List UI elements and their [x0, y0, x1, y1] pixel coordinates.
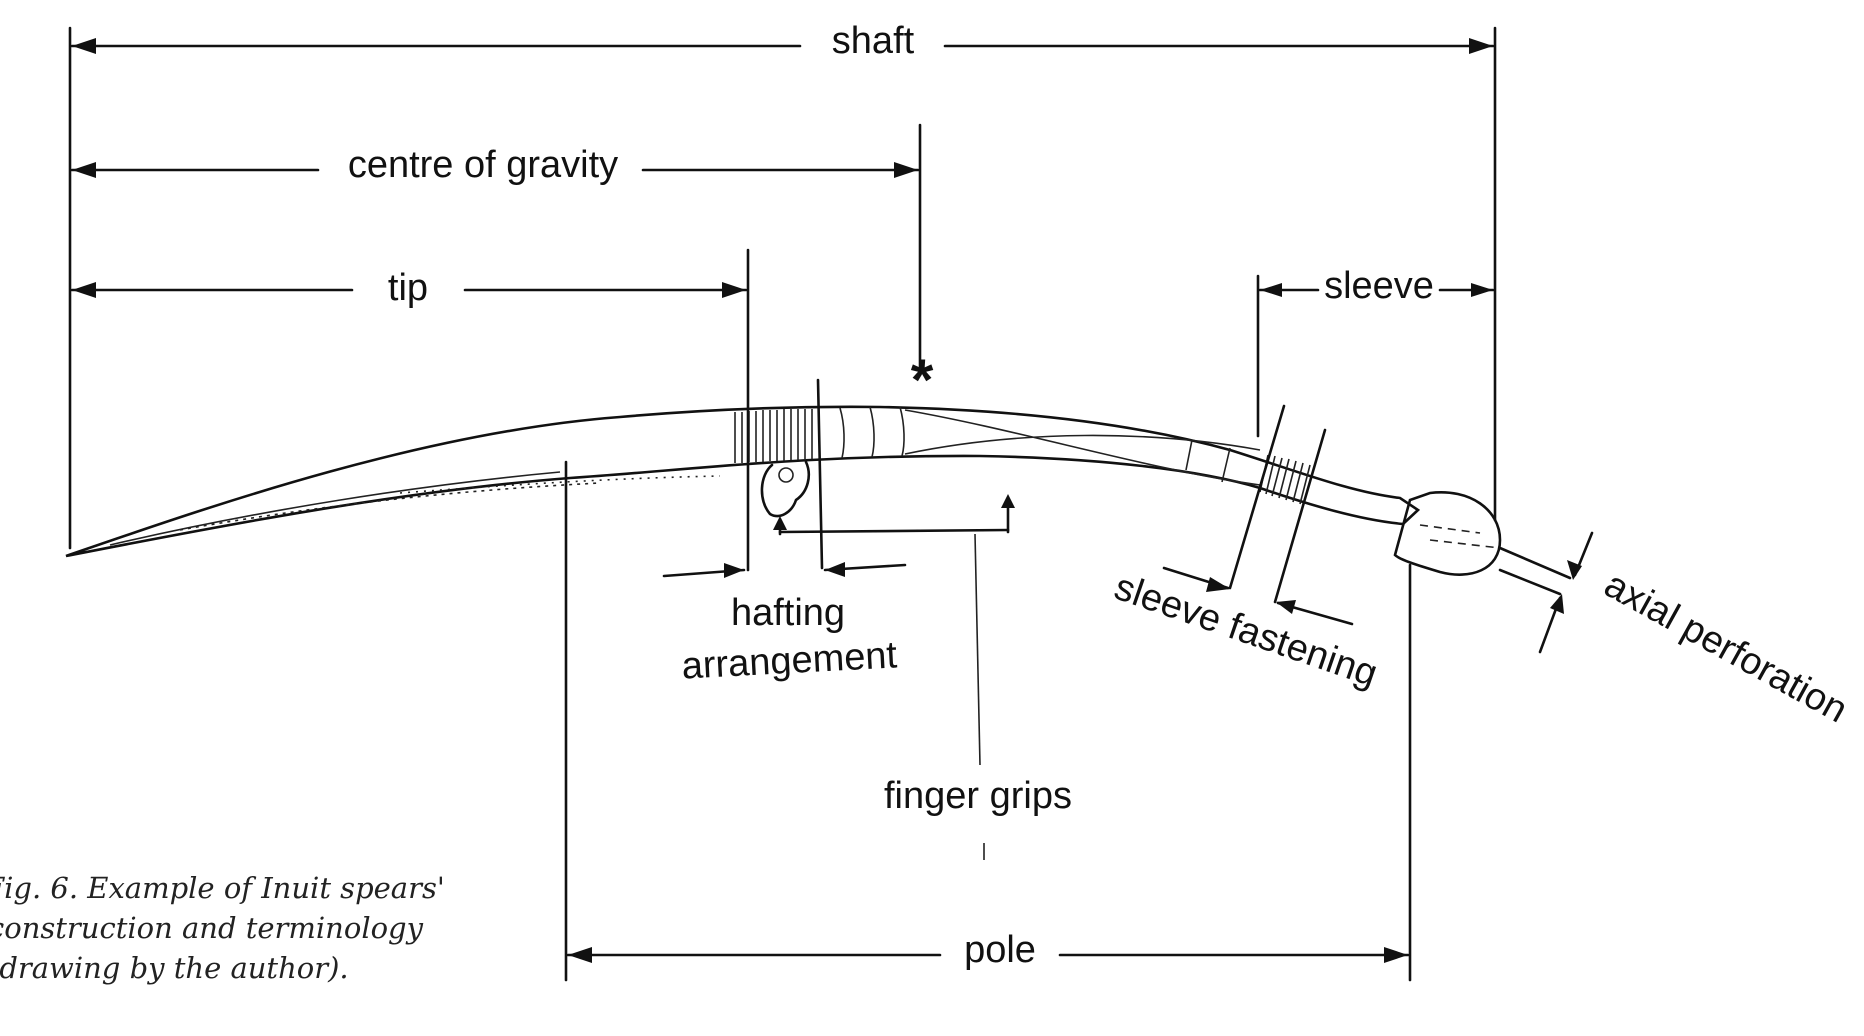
label-hafting-line1: hafting	[731, 592, 845, 634]
caption-line1: Fig. 6. Example of Inuit spears'	[0, 871, 445, 905]
spear-outline	[65, 405, 1421, 558]
centre-of-gravity-dimension	[70, 162, 920, 178]
tip-dimension	[70, 282, 748, 298]
sleeve-fastening-wrap	[1185, 439, 1311, 505]
hafting-pointers	[662, 378, 907, 578]
reference-lines	[68, 26, 1497, 982]
axial-perforation-pointers	[1498, 531, 1594, 654]
caption-line3: (drawing by the author).	[0, 951, 349, 985]
pole-dimension	[566, 947, 1410, 963]
spear-butt	[1393, 490, 1502, 576]
shaft-dimension	[70, 38, 1495, 54]
sleeve-dimension	[1258, 283, 1495, 297]
label-finger-grips: finger grips	[884, 775, 1072, 817]
finger-grip-hook	[760, 460, 810, 518]
hafting-wrap	[734, 409, 813, 463]
centre-of-gravity-marker: *	[911, 348, 934, 413]
label-shaft: shaft	[832, 20, 915, 62]
finger-grips-pointers	[773, 494, 1015, 860]
sleeve-fastening-pointers	[1162, 404, 1354, 626]
label-axial-perforation: axial perforation	[1597, 564, 1854, 732]
label-sleeve-fastening: sleeve fastening	[1109, 566, 1382, 695]
spear-body	[65, 405, 1502, 576]
label-pole: pole	[964, 929, 1036, 971]
label-tip: tip	[388, 267, 428, 309]
label-centre-of-gravity: centre of gravity	[348, 144, 618, 186]
label-hafting-line2: arrangement	[681, 634, 899, 687]
label-sleeve: sleeve	[1324, 265, 1434, 307]
figure-caption: Fig. 6. Example of Inuit spears' constru…	[0, 871, 445, 985]
caption-line2: construction and terminology	[0, 911, 424, 945]
